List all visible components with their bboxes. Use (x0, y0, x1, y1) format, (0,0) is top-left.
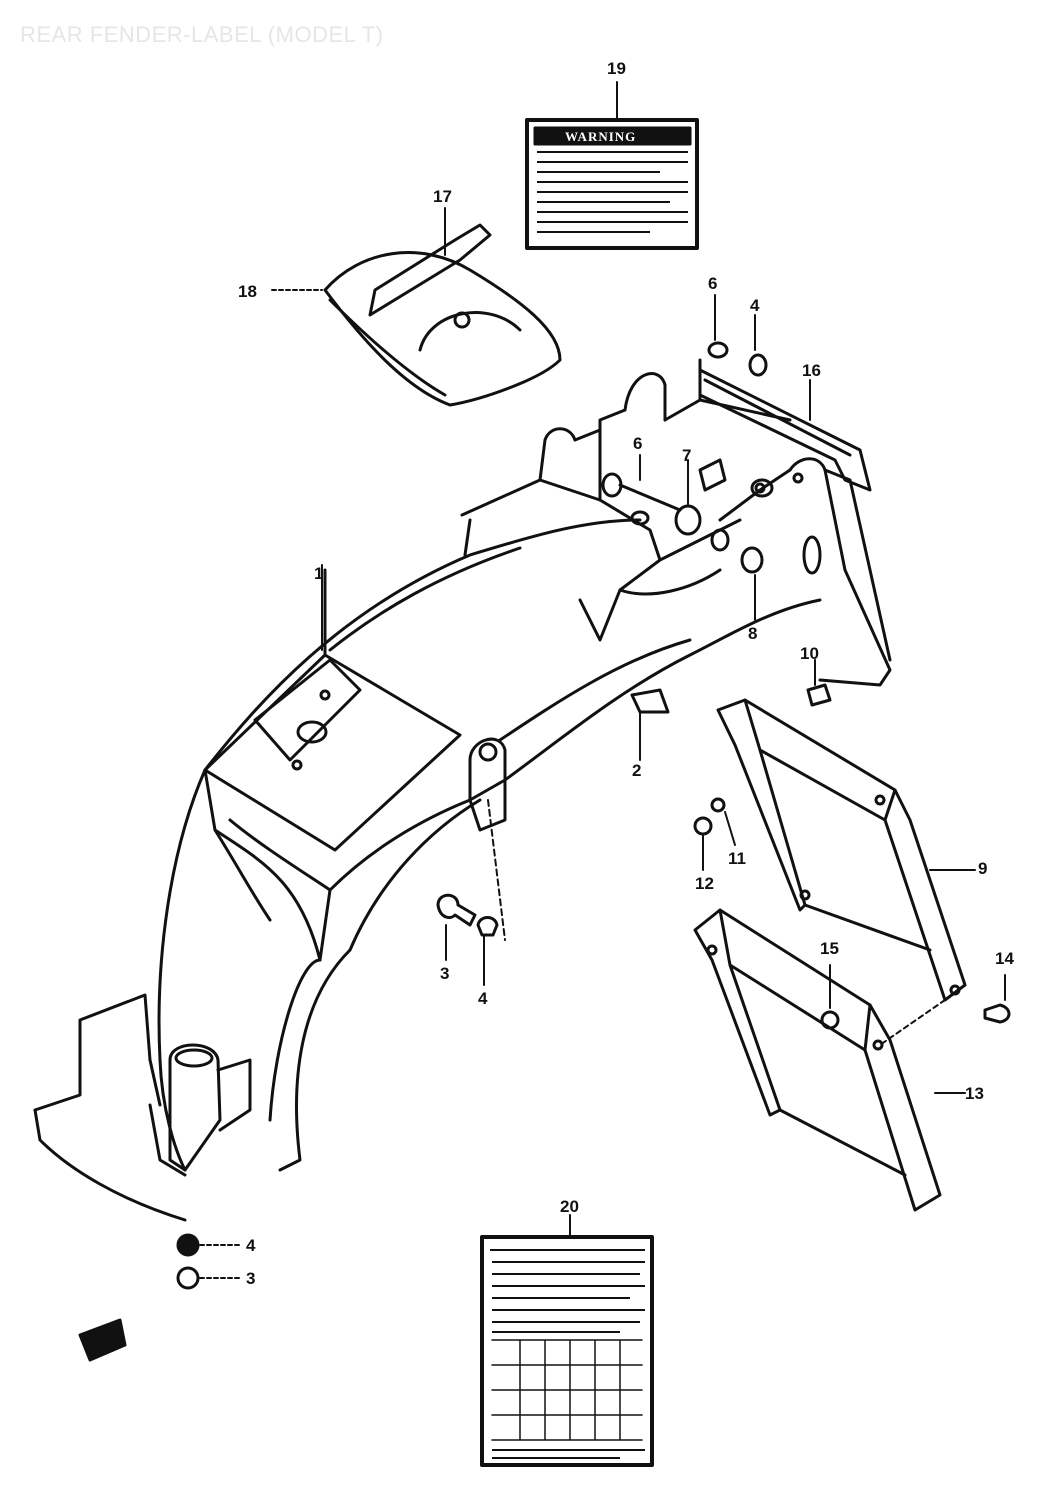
callout-16: 16 (802, 361, 821, 380)
callout-15: 15 (820, 939, 839, 958)
warning-label-part (525, 118, 699, 250)
callout-7: 7 (682, 446, 692, 465)
callout-6-top: 6 (708, 274, 718, 293)
bracket-part-9 (716, 698, 967, 1002)
leader-lines (199, 81, 1006, 1279)
callout-6-mid: 6 (633, 434, 643, 453)
callout-19: 19 (607, 59, 626, 78)
callout-4-top: 4 (750, 296, 760, 315)
callout-12: 12 (695, 874, 714, 893)
info-label-lines (490, 1249, 645, 1459)
diagram-title: REAR FENDER-LABEL (MODEL T) (20, 22, 384, 47)
callout-20: 20 (560, 1197, 579, 1216)
warning-label-heading: WARNING (565, 129, 637, 144)
callout-1: 1 (314, 564, 324, 583)
callout-9: 9 (978, 859, 988, 878)
callout-4-bottom: 4 (246, 1236, 256, 1255)
tail-cover-part (323, 223, 562, 407)
callout-11: 11 (728, 849, 746, 868)
callout-13: 13 (965, 1084, 984, 1103)
callout-17: 17 (433, 187, 452, 206)
bracket-part-13 (693, 908, 942, 1212)
callout-3-mid: 3 (440, 964, 450, 983)
rear-fender-part (33, 358, 892, 1222)
info-label-part (480, 1235, 654, 1467)
callout-14: 14 (995, 949, 1014, 968)
callout-8: 8 (748, 624, 758, 643)
callout-4-mid: 4 (478, 989, 488, 1008)
callout-3-bottom: 3 (246, 1269, 256, 1288)
callout-2: 2 (632, 761, 642, 780)
warning-label-lines (537, 151, 688, 233)
callout-18: 18 (238, 282, 257, 301)
small-hardware (78, 341, 1011, 1362)
callout-10: 10 (800, 644, 819, 663)
